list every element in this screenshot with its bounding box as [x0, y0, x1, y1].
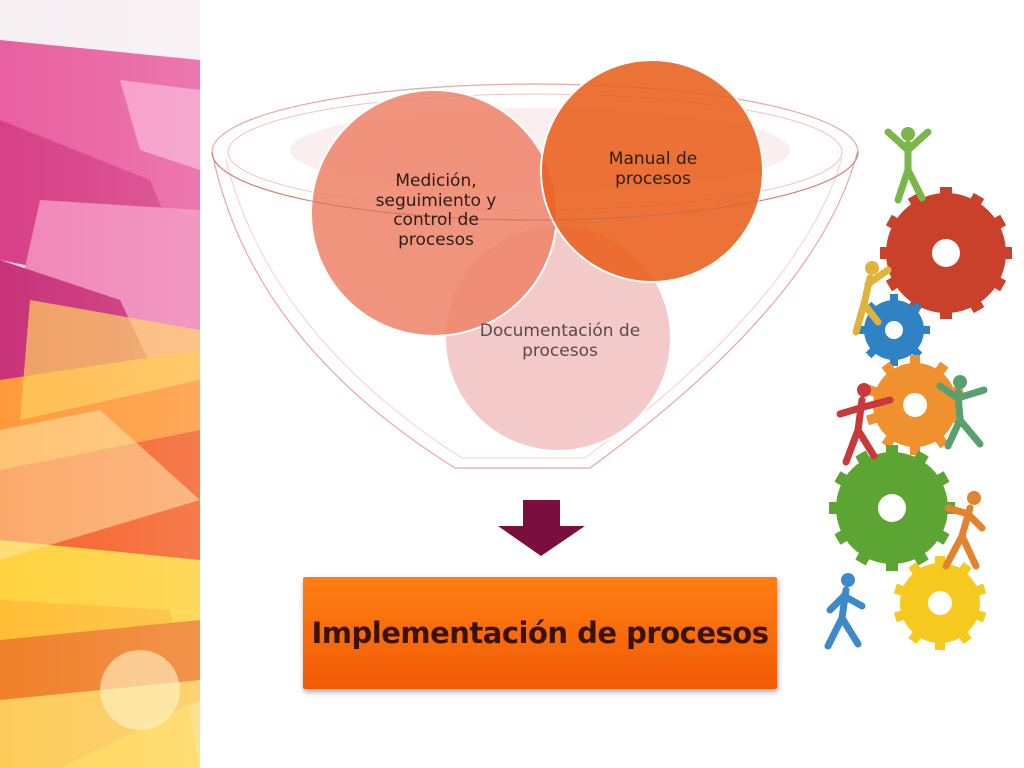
gear-orange-icon	[865, 355, 965, 455]
manual-label: Manual de procesos	[608, 149, 698, 189]
person-teal-climbing-icon	[936, 375, 988, 450]
gears-illustration	[824, 127, 1012, 650]
person-yellow-climbing-icon	[852, 261, 892, 336]
gear-green-icon	[829, 445, 955, 571]
decorative-side-panel	[0, 0, 200, 768]
funnel-rim-front	[211, 151, 859, 221]
implementacion-label: Implementación de procesos	[311, 616, 769, 650]
medicion-label: Medición, seguimiento y control de proce…	[375, 171, 497, 250]
person-orange-pushing-icon	[942, 491, 986, 570]
gear-red-icon	[880, 187, 1012, 319]
person-red-pulling-icon	[836, 383, 894, 466]
person-green-cheering-icon	[884, 127, 932, 204]
gear-yellow-icon	[893, 556, 987, 650]
person-blue-walking-icon	[824, 573, 866, 650]
documentacion-label: Documentación de procesos	[479, 321, 641, 361]
implementacion-box: Implementación de procesos	[303, 577, 777, 689]
down-arrow	[498, 500, 585, 556]
circle-manual	[540, 59, 764, 283]
